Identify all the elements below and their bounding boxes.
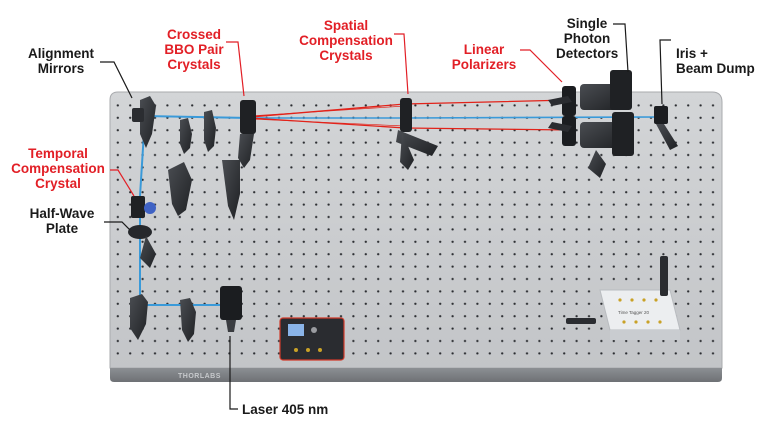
alignment-mirror-1 (132, 96, 156, 148)
time-tagger-box: Time Tagger 20 (566, 256, 681, 340)
polarizer-detector-assembly (548, 70, 634, 178)
alignment-mirror-2 (130, 294, 148, 340)
bbo-crystal-mount (238, 100, 256, 168)
label-alignment-mirrors: Alignment Mirrors (28, 46, 94, 76)
laser-driver-box (279, 317, 345, 361)
half-wave-plate-mount (128, 225, 156, 268)
breadboard-brand: THORLABS (178, 373, 221, 380)
optomechanical-components: Time Tagger 20 (128, 70, 681, 361)
laser-beam-path (139, 99, 661, 306)
label-linear-polarizers: Linear Polarizers (451, 42, 517, 72)
label-crossed-bbo-crystals: Crossed BBO Pair Crystals (164, 27, 224, 72)
time-tagger-label: Time Tagger 20 (618, 310, 650, 315)
label-half-wave-plate: Half-Wave Plate (29, 206, 95, 236)
label-laser-405nm: Laser 405 nm (242, 402, 329, 417)
label-iris-beam-dump: Iris + Beam Dump (676, 46, 755, 76)
label-temporal-compensation-crystal: Temporal Compensation Crystal (11, 146, 105, 191)
laser-405nm-unit (220, 286, 242, 332)
label-spatial-compensation-crystals: Spatial Compensation Crystals (299, 18, 393, 63)
temporal-compensation-mount (131, 196, 156, 218)
spatial-compensation-mount (396, 98, 438, 170)
iris-beam-dump (654, 106, 678, 150)
label-leader-lines (100, 23, 671, 410)
label-single-photon-detectors: Single Photon Detectors (556, 16, 619, 61)
